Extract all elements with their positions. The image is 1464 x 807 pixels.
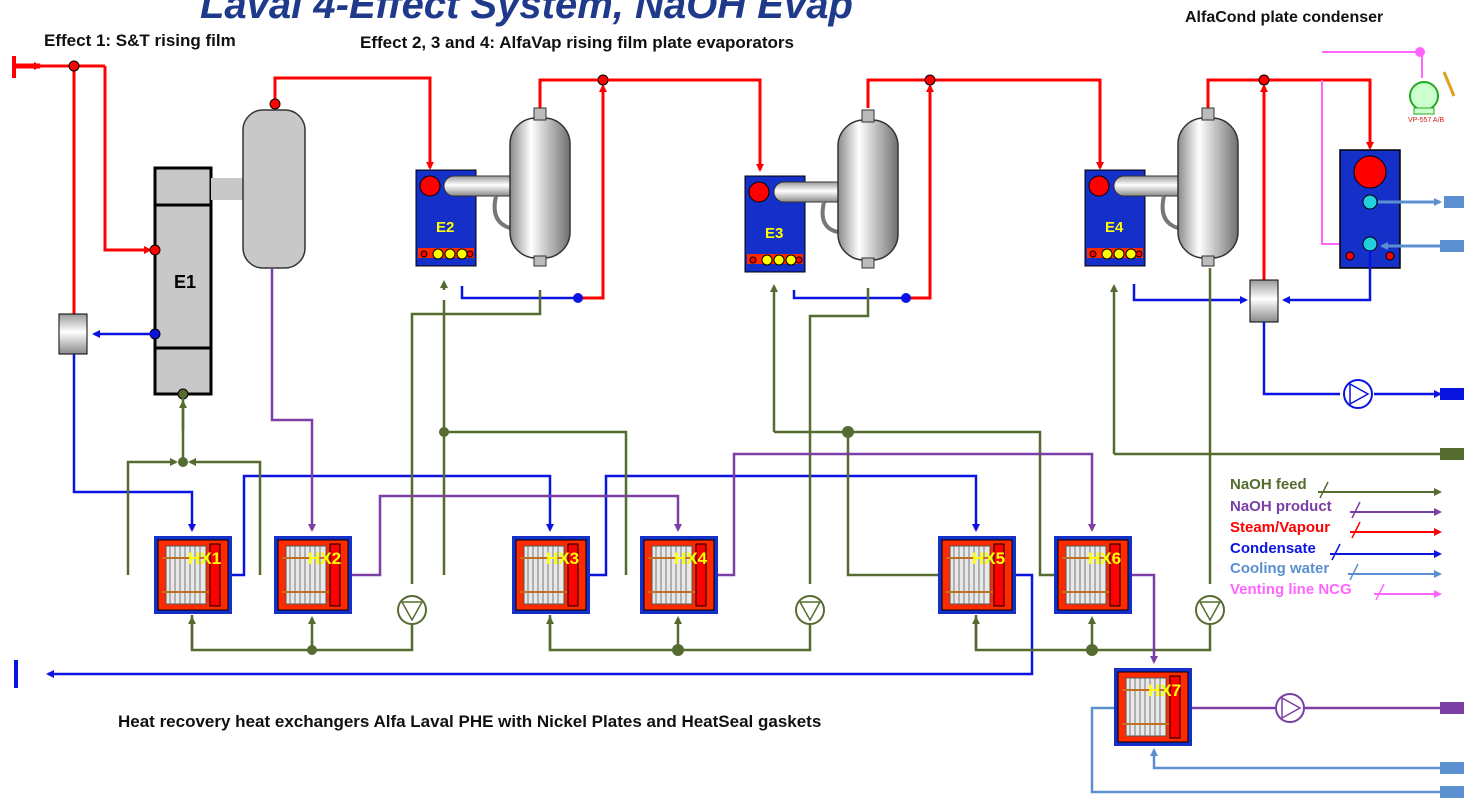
plate-condenser[interactable] — [1339, 149, 1401, 269]
legend-item-condensate: Condensate — [1230, 540, 1442, 561]
e3-label: E3 — [765, 225, 783, 242]
hx3[interactable]: HX3 — [511, 535, 591, 615]
svg-text:Venting line NCG: Venting line NCG — [1230, 581, 1352, 598]
hx5-label: HX5 — [972, 549, 1005, 568]
feed-pump-3[interactable] — [1195, 595, 1225, 625]
effect1-label: Effect 1: S&T rising film — [44, 31, 236, 50]
legend-item-product: NaOH product — [1230, 498, 1442, 519]
hx4[interactable]: HX4 — [639, 535, 719, 615]
hx6-label: HX6 — [1088, 549, 1121, 568]
steam-lines — [14, 64, 1374, 320]
page-title: Laval 4-Effect System, NaOH Evap — [200, 0, 853, 27]
effect-e2[interactable]: E2 — [415, 169, 477, 267]
svg-text:Cooling water: Cooling water — [1230, 560, 1329, 577]
hx2[interactable]: HX2 — [273, 535, 353, 615]
separator-e2 — [509, 107, 571, 267]
svg-text:NaOH product: NaOH product — [1230, 498, 1332, 515]
hx3-label: HX3 — [546, 549, 579, 568]
separator-e4 — [1177, 107, 1239, 267]
footer-caption: Heat recovery heat exchangers Alfa Laval… — [118, 712, 821, 731]
feed-lines — [126, 268, 1464, 652]
separator-e3 — [837, 109, 899, 269]
feed-pump-2[interactable] — [795, 595, 825, 625]
condensate-pump[interactable] — [1343, 379, 1373, 409]
hx1[interactable]: HX1 — [153, 535, 233, 615]
effect-e4[interactable]: E4 — [1084, 169, 1146, 267]
svg-text:Condensate: Condensate — [1230, 540, 1316, 557]
condensate-pot-e1 — [58, 313, 88, 355]
e4-label: E4 — [1105, 219, 1124, 236]
feed-pump-1[interactable] — [397, 595, 427, 625]
legend-item-feed: NaOH feed — [1230, 476, 1442, 499]
product-lines — [270, 268, 1440, 710]
vacuum-pump[interactable]: VP-557 A/B — [1408, 81, 1445, 124]
vacuum-pump-label: VP-557 A/B — [1408, 117, 1445, 124]
effect-e3[interactable]: E3 — [744, 175, 806, 273]
svg-text:NaOH feed: NaOH feed — [1230, 476, 1307, 493]
hx7[interactable]: HX7 — [1113, 667, 1193, 747]
hx4-label: HX4 — [674, 549, 708, 568]
svg-text:Steam/Vapour: Steam/Vapour — [1230, 519, 1330, 536]
condensate-pot-right — [1249, 279, 1279, 323]
product-pump[interactable] — [1275, 693, 1305, 723]
effect234-label: Effect 2, 3 and 4: AlfaVap rising film p… — [360, 33, 794, 52]
legend-item-ncg: Venting line NCG — [1230, 581, 1442, 601]
legend: NaOH feed NaOH product Steam/Vapour Cond… — [1230, 476, 1442, 601]
condensate-lines — [46, 250, 1442, 678]
e2-label: E2 — [436, 219, 454, 236]
hx2-label: HX2 — [308, 549, 341, 568]
condenser-label: AlfaCond plate condenser — [1185, 9, 1383, 26]
legend-item-steam: Steam/Vapour — [1230, 519, 1442, 539]
effect-e1[interactable]: E1 — [153, 109, 306, 396]
hx5[interactable]: HX5 — [937, 535, 1017, 615]
hx7-label: HX7 — [1148, 681, 1181, 700]
legend-item-cooling: Cooling water — [1230, 560, 1442, 581]
hx6[interactable]: HX6 — [1053, 535, 1133, 615]
hx1-label: HX1 — [188, 549, 221, 568]
e1-label: E1 — [174, 272, 196, 292]
